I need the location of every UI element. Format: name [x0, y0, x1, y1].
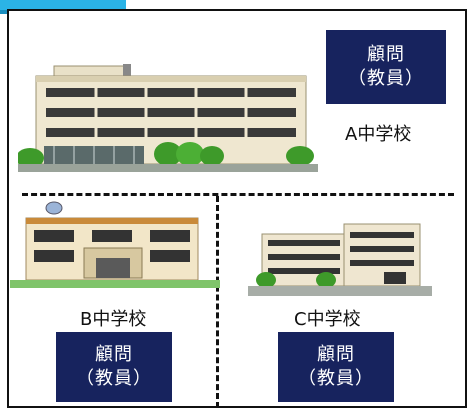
- school-c-name: C中学校: [294, 309, 361, 330]
- school-a-advisor-badge: 顧問 （教員）: [326, 30, 446, 104]
- advisor-role: （教員）: [348, 68, 424, 89]
- school-b-advisor-badge: 顧問 （教員）: [56, 332, 172, 402]
- school-b-name: B中学校: [80, 309, 147, 330]
- horizontal-divider: [22, 193, 454, 196]
- advisor-label: 顧問: [317, 344, 355, 365]
- advisor-role: （教員）: [298, 368, 374, 389]
- advisor-label: 顧問: [95, 344, 133, 365]
- school-a-name: A中学校: [345, 124, 412, 145]
- school-c-advisor-badge: 顧問 （教員）: [278, 332, 394, 402]
- advisor-label: 顧問: [367, 44, 405, 65]
- advisor-role: （教員）: [76, 368, 152, 389]
- school-c-building-icon: [248, 223, 432, 296]
- school-a-building-icon: [18, 64, 318, 172]
- vertical-divider: [216, 196, 219, 408]
- school-b-building-icon: [10, 201, 220, 288]
